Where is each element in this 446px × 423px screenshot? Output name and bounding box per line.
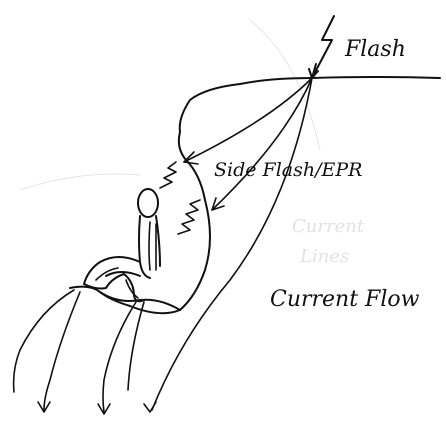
svg-text:Lines: Lines [299,246,349,267]
current-flow-label: Current Flow [270,287,420,312]
person-head [138,189,158,217]
person-arm [149,222,156,270]
faint-background-marks: Current Lines [20,20,365,267]
svg-text:Current: Current [292,216,365,237]
side-flash-spark-head [160,162,176,188]
rock-outline [100,78,312,313]
ground-current-arrowheads [38,402,156,414]
lightning-bolt-icon [312,16,334,78]
ground-surface [70,287,180,310]
side-flash-spark-body [178,200,200,234]
flash-label: Flash [344,37,406,62]
flash-current-lines [152,78,312,410]
seated-person-figure [84,189,160,301]
ground-current-lines [14,290,144,412]
terrain-ridge-line [312,77,440,78]
side-flash-label: Side Flash/EPR [214,159,362,181]
